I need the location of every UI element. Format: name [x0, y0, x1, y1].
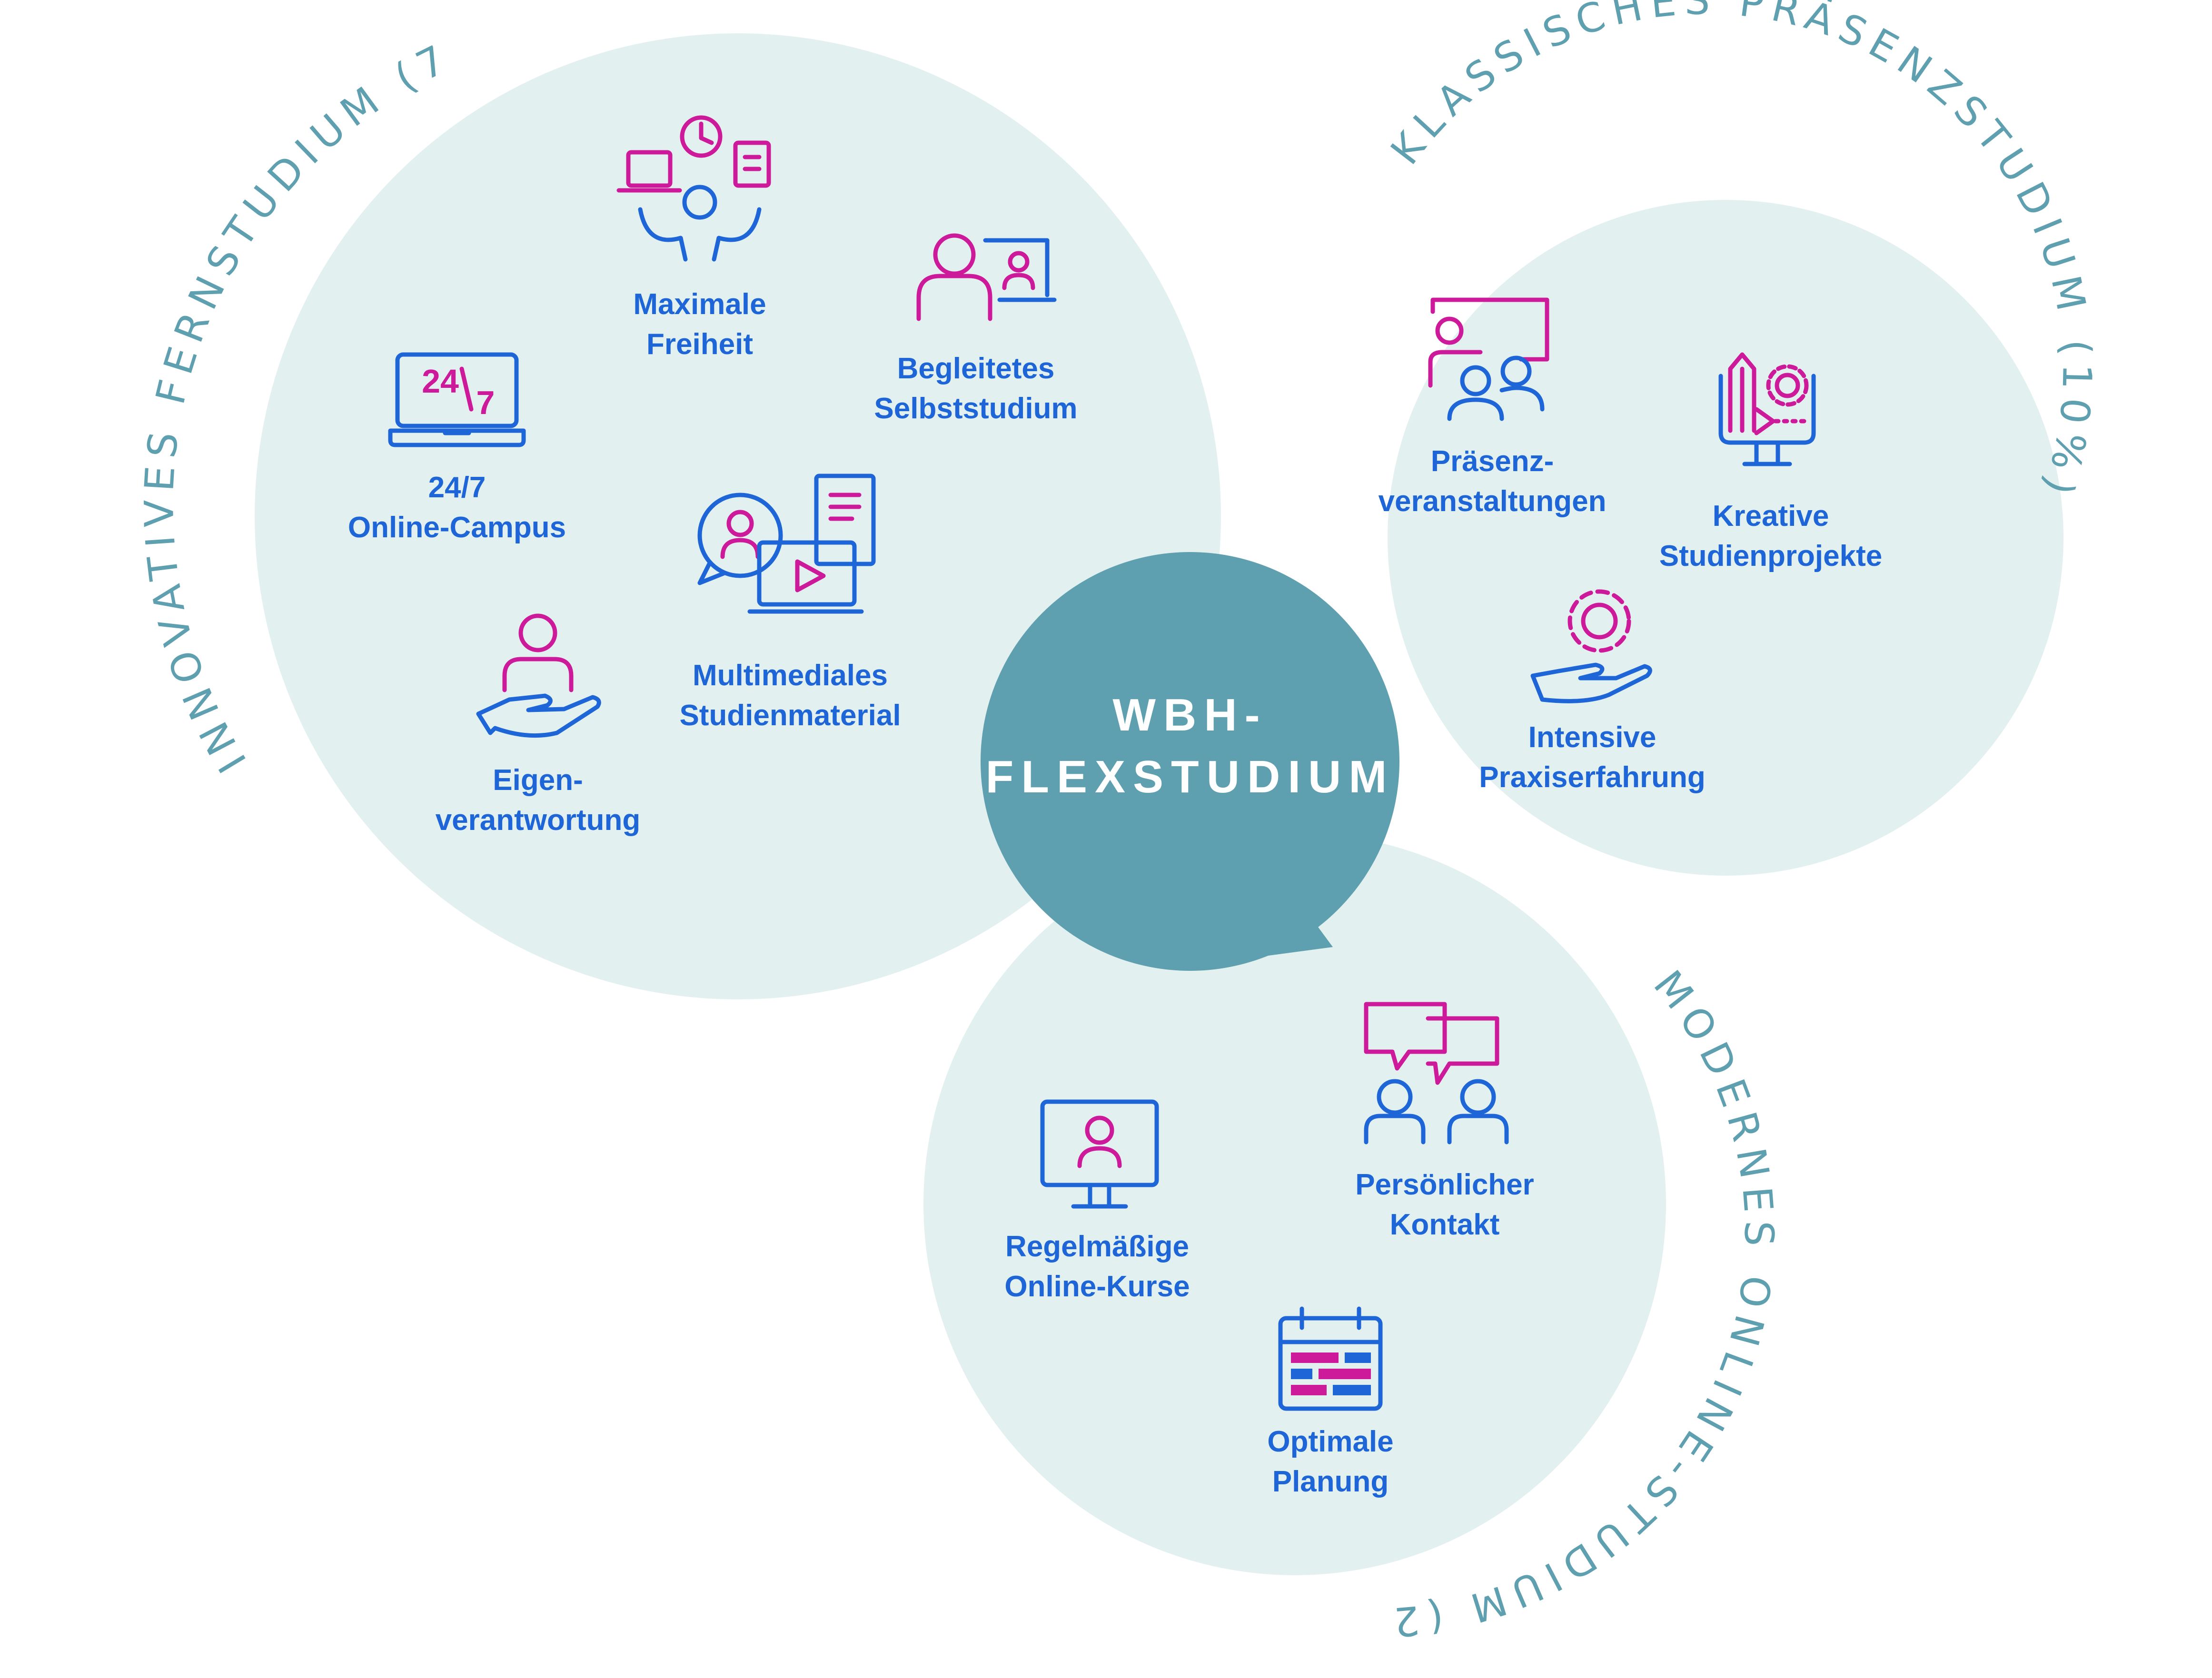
freedom-person-icon [616, 115, 771, 262]
laptop-24-7-icon: 24 7 [388, 352, 526, 447]
chat-people-icon [1364, 1002, 1509, 1145]
center-title-line2: FLEXSTUDIUM [986, 751, 1395, 802]
monitor-person-icon [1040, 1099, 1159, 1209]
glyph-7: 7 [476, 384, 495, 421]
label-praesenzveranstaltungen: Präsenz-veranstaltungen [1379, 445, 1607, 518]
calendar-icon [1278, 1306, 1383, 1411]
label-eigenverantwortung: Eigen-verantwortung [436, 764, 641, 837]
video-tutor-icon [916, 233, 1057, 321]
center-bubble: WBH- FLEXSTUDIUM [981, 552, 1399, 971]
hand-person-icon [476, 613, 601, 738]
presentation-icon [1428, 297, 1549, 421]
circle-praesenzstudium [1388, 200, 2063, 876]
circle-fernstudium [255, 33, 1221, 999]
creative-monitor-icon [1718, 352, 1816, 466]
multimedia-icon [697, 474, 876, 614]
glyph-24: 24 [422, 363, 459, 400]
hand-gear-icon [1530, 589, 1652, 703]
center-title-line1: WBH- [1112, 690, 1267, 740]
